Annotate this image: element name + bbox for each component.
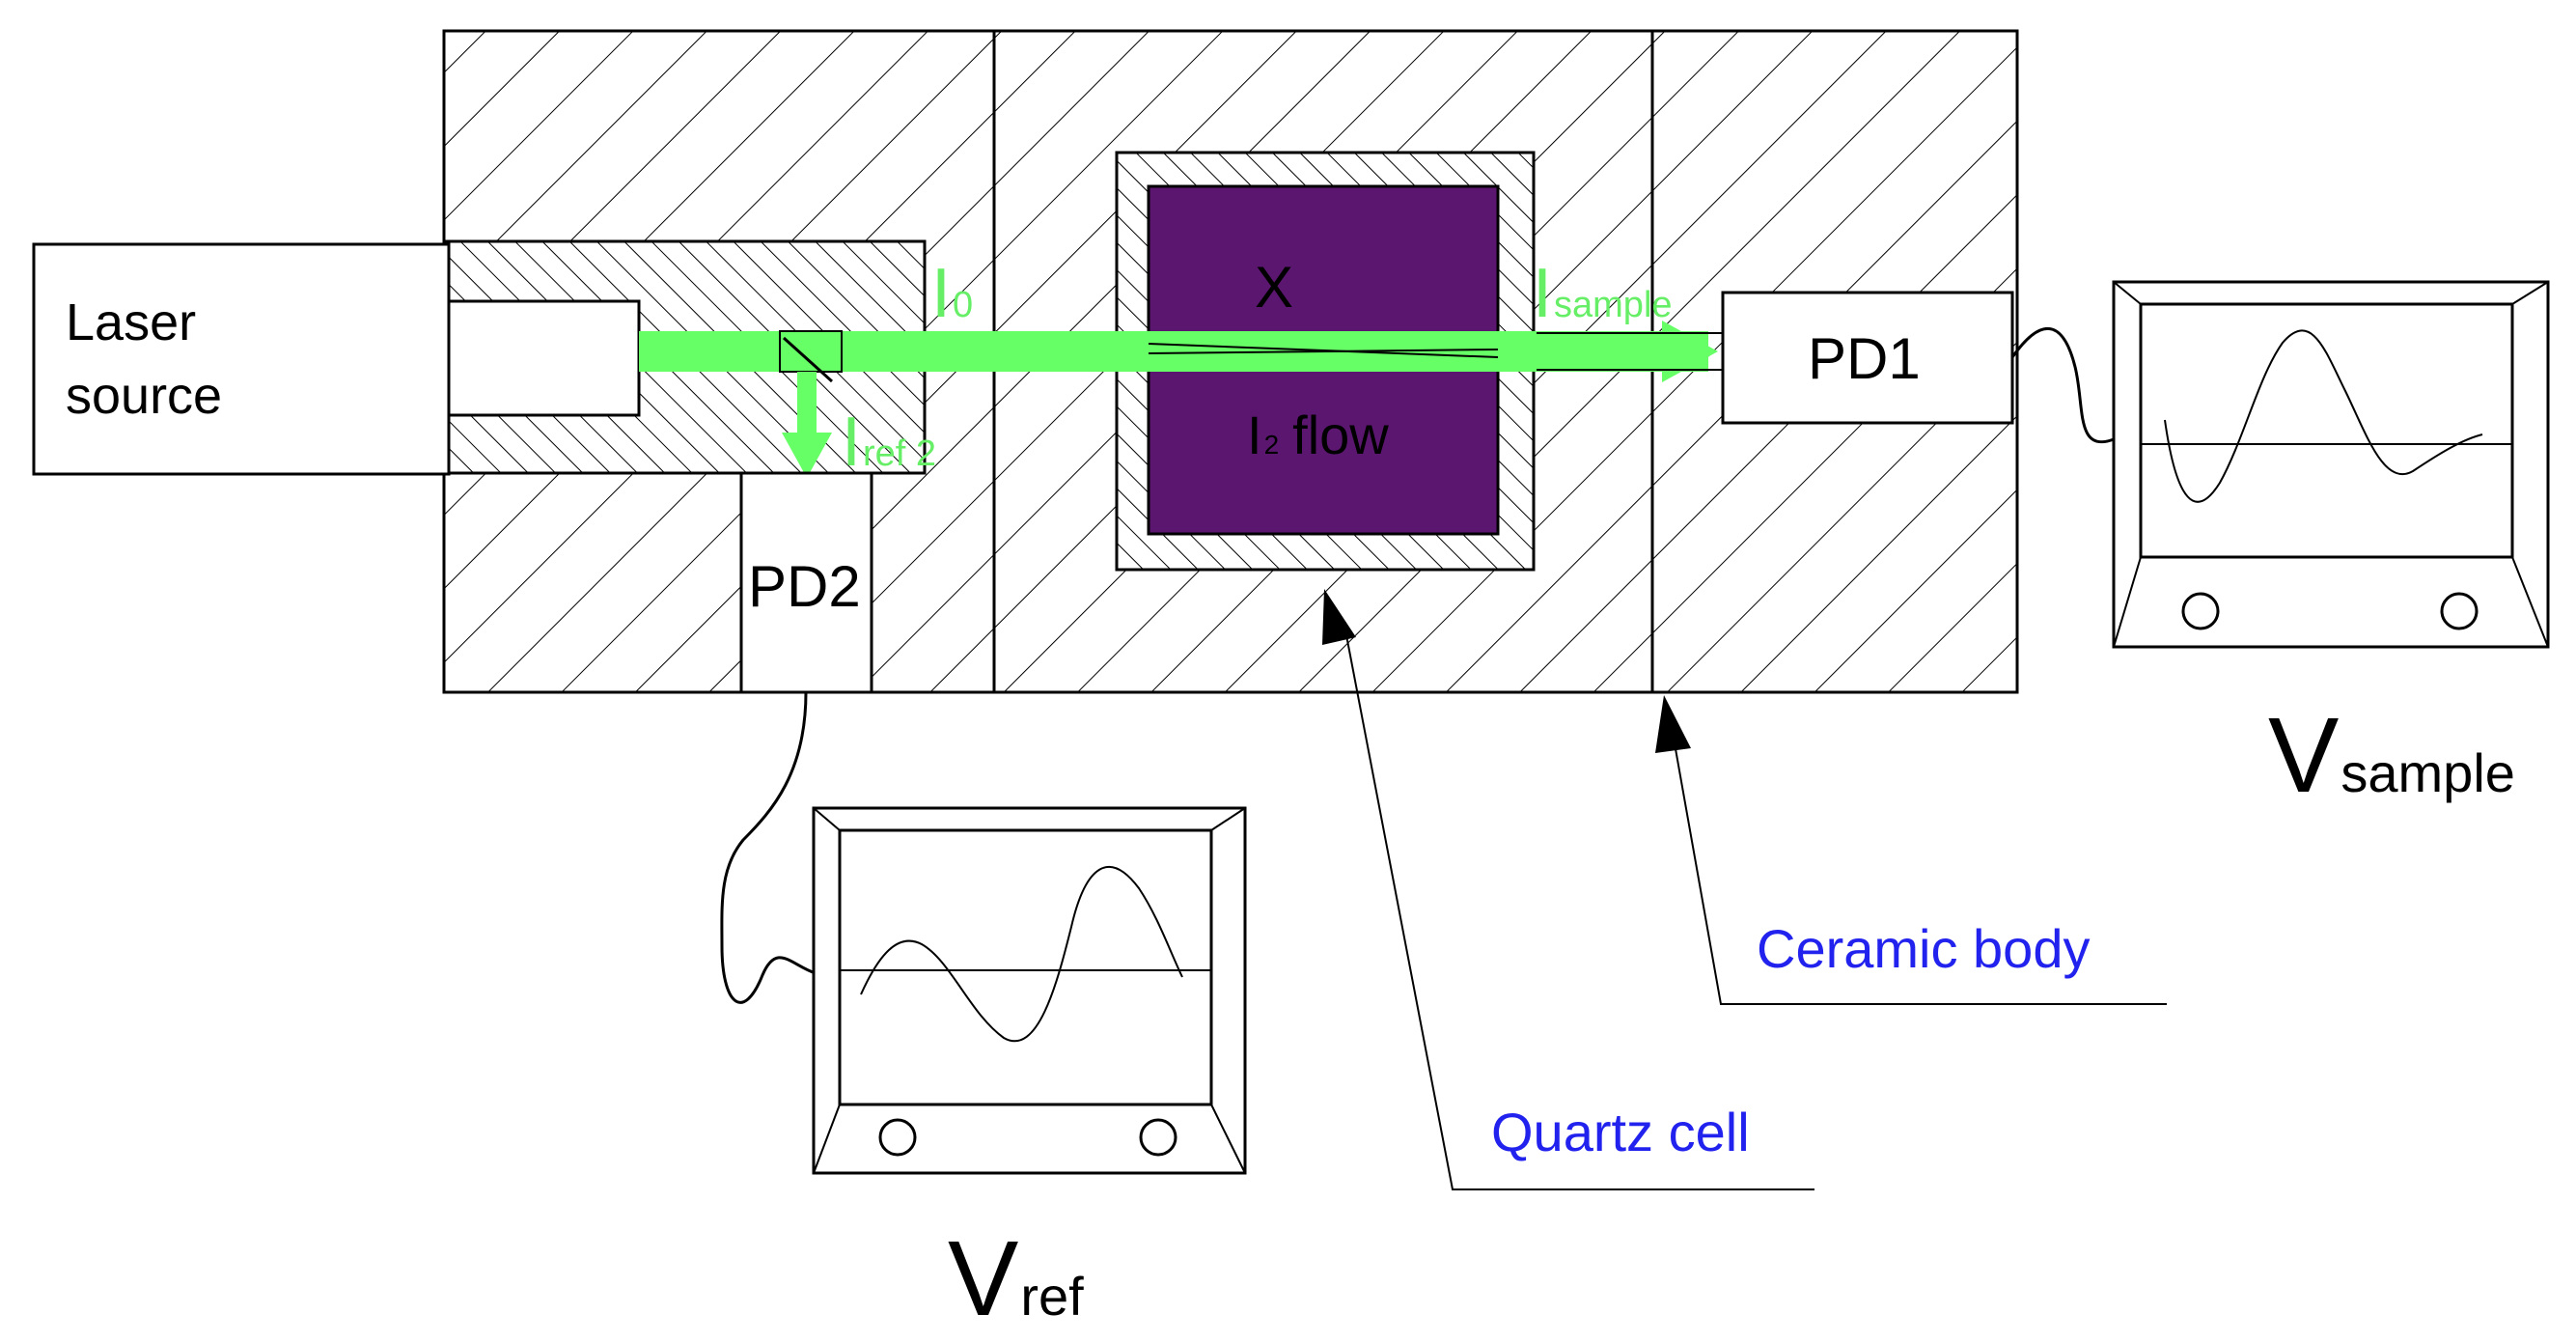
vref-subscript: ref bbox=[1020, 1266, 1084, 1327]
oscilloscope-sample bbox=[2112, 280, 2550, 649]
callout-ceramic-body: Ceramic body bbox=[1655, 695, 2167, 1005]
cable-pd2 bbox=[720, 691, 817, 1004]
vsample-letter: V bbox=[2268, 696, 2339, 815]
pd2-label: PD2 bbox=[748, 554, 861, 619]
cell-label-i2flow: I2 flow bbox=[1247, 405, 1389, 465]
waveform-sample bbox=[2164, 329, 2483, 503]
cell-label-x: X bbox=[1255, 255, 1293, 320]
callout-quartz-cell: Quartz cell bbox=[1322, 589, 1814, 1190]
i2-subscript: 2 bbox=[1264, 430, 1280, 460]
label-vsample: Vsample bbox=[2268, 696, 2515, 815]
label-vref: Vref bbox=[948, 1219, 1084, 1338]
label-i0: I0 bbox=[931, 255, 973, 332]
i0-subscript: 0 bbox=[953, 285, 973, 325]
cable-pd1 bbox=[2010, 326, 2115, 443]
isample-letter: I bbox=[1533, 255, 1552, 332]
quartz-cell-label: Quartz cell bbox=[1491, 1102, 1750, 1162]
flow-word: flow bbox=[1292, 405, 1389, 465]
i2-letter: I bbox=[1247, 405, 1262, 465]
iref-letter: I bbox=[842, 404, 861, 481]
laser-label-line1: Laser bbox=[66, 294, 196, 351]
laser-beam bbox=[639, 321, 1723, 478]
vsample-subscript: sample bbox=[2341, 742, 2515, 803]
laser-source: Laser source bbox=[32, 242, 451, 476]
iref-subscript: ref 2 bbox=[863, 433, 936, 474]
pd2-detector: PD2 bbox=[739, 471, 873, 694]
label-isample: Isample bbox=[1533, 255, 1673, 332]
oscilloscope-ref bbox=[812, 806, 1247, 1175]
isample-subscript: sample bbox=[1554, 285, 1673, 325]
ceramic-body-label: Ceramic body bbox=[1757, 918, 2090, 979]
laser-label-line2: source bbox=[66, 367, 222, 425]
label-iref: Iref 2 bbox=[842, 404, 936, 481]
waveform-ref bbox=[860, 865, 1183, 1043]
vref-letter: V bbox=[948, 1219, 1018, 1338]
pd1-detector: PD1 bbox=[1721, 291, 2014, 425]
i0-letter: I bbox=[931, 255, 951, 332]
pd1-label: PD1 bbox=[1808, 326, 1921, 391]
